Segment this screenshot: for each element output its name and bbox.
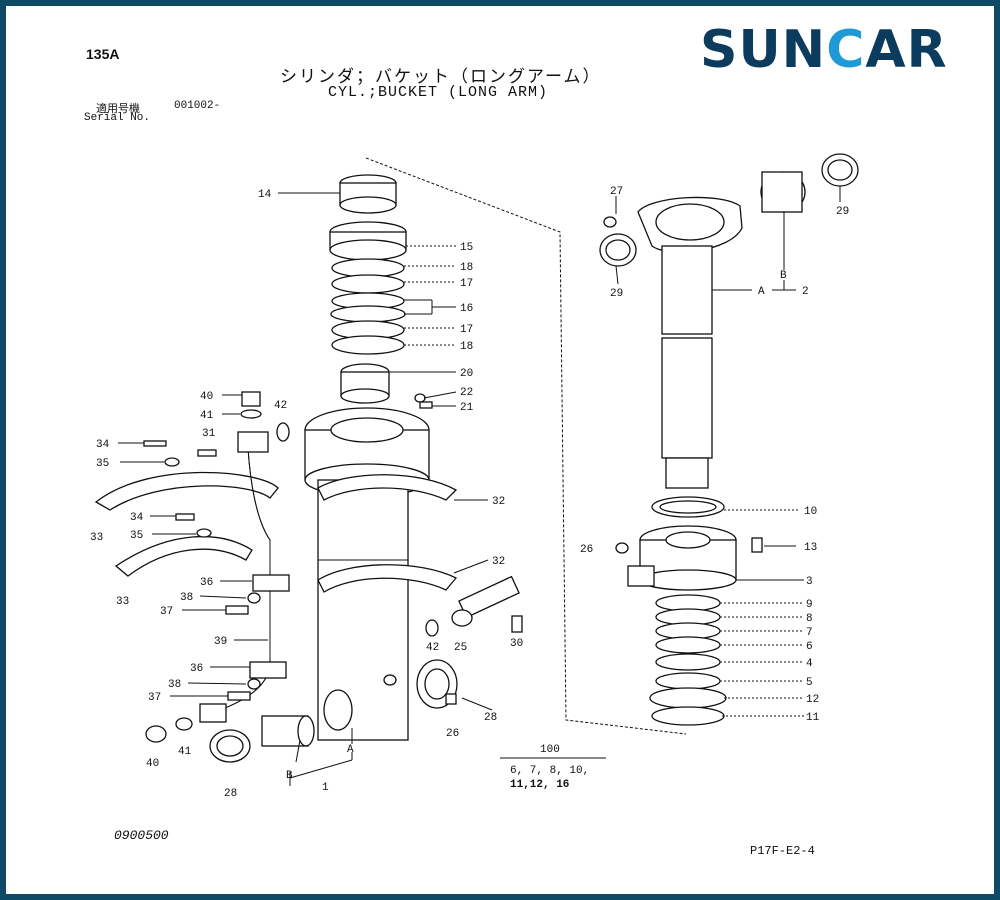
part-label: 32 — [492, 556, 505, 568]
piston-rod — [599, 153, 859, 489]
kit-line-2: 11,12, 16 — [510, 779, 569, 791]
part-label: 40 — [146, 758, 159, 770]
leader-lines — [118, 186, 841, 786]
part-label: 9 — [806, 599, 813, 611]
part-label: 20 — [460, 368, 473, 380]
part-label: 41 — [200, 410, 214, 422]
part-label: 7 — [806, 627, 813, 639]
part-label: 31 — [202, 428, 216, 440]
document-number: 0900500 — [114, 828, 169, 843]
alignment-line — [365, 157, 687, 735]
part-labels: 14 15 18 17 16 17 18 20 22 21 40 41 42 3… — [90, 186, 849, 800]
part-label: 32 — [492, 496, 505, 508]
part-label: 33 — [116, 596, 129, 608]
title-english: CYL.;BUCKET (LONG ARM) — [328, 84, 549, 101]
part-label: 17 — [460, 324, 473, 336]
clamp-upper — [94, 471, 279, 511]
part-label: 12 — [806, 694, 819, 706]
part-label: A — [347, 744, 354, 756]
part-label: 15 — [460, 242, 473, 254]
exploded-diagram: 14 15 18 17 16 17 18 20 22 21 40 41 42 3… — [90, 153, 859, 800]
part-label: 8 — [806, 613, 813, 625]
fittings-middle — [383, 393, 523, 709]
serial-label-english: Serial No. — [84, 112, 151, 124]
part-label: 39 — [214, 636, 227, 648]
logo-text-accent: C — [826, 20, 866, 80]
part-label: 38 — [180, 592, 193, 604]
band-upper — [317, 474, 458, 501]
part-label: 13 — [804, 542, 817, 554]
part-label: 26 — [446, 728, 459, 740]
part-label: B — [286, 770, 293, 782]
kit-line-1: 6, 7, 8, 10, — [510, 765, 589, 777]
part-label: 4 — [806, 658, 813, 670]
figure-number: P17F-E2-4 — [750, 844, 815, 858]
part-label: 17 — [460, 278, 473, 290]
kit-block: 100 6, 7, 8, 10, 11,12, 16 — [510, 744, 589, 791]
part-label: A — [758, 286, 765, 298]
part-label: 14 — [258, 189, 272, 201]
part-label: 10 — [804, 506, 817, 518]
part-label: 37 — [160, 606, 173, 618]
part-label: 36 — [190, 663, 203, 675]
band-lower — [317, 564, 458, 593]
part-label: 25 — [454, 642, 467, 654]
part-label: 5 — [806, 677, 813, 689]
part-label: 2 — [802, 286, 809, 298]
logo-text-right: AR — [865, 20, 948, 80]
part-label: 3 — [806, 576, 813, 588]
part-label: 27 — [610, 186, 623, 198]
part-label: 16 — [460, 303, 473, 315]
part-label: B — [780, 270, 787, 282]
part-label: 42 — [426, 642, 439, 654]
part-label: 28 — [484, 712, 497, 724]
kit-number: 100 — [540, 744, 560, 756]
part-label: 34 — [130, 512, 144, 524]
part-label: 38 — [168, 679, 181, 691]
part-label: 37 — [148, 692, 161, 704]
clamp-lower — [114, 536, 253, 577]
logo-text-left: SUN — [700, 20, 827, 80]
part-label: 40 — [200, 391, 213, 403]
gland-stack — [329, 174, 407, 404]
part-label: 28 — [224, 788, 237, 800]
serial-number: 001002- — [174, 100, 221, 112]
part-label: 29 — [836, 206, 849, 218]
part-label: 35 — [130, 530, 143, 542]
fittings-left — [143, 391, 315, 763]
part-label: 1 — [322, 782, 329, 794]
part-label: 36 — [200, 577, 213, 589]
part-label: 21 — [460, 402, 474, 414]
serial-label-japanese: 適用号機 — [96, 102, 140, 115]
parts-sheet: 135A シリンダ；バケット（ロングアーム） CYL.;BUCKET (LONG… — [6, 6, 994, 894]
part-label: 34 — [96, 439, 110, 451]
model-label: 135A — [86, 46, 120, 62]
right-gland-stack — [615, 496, 763, 726]
part-label: 42 — [274, 400, 287, 412]
part-label: 26 — [580, 544, 593, 556]
suncar-logo: SUNCAR — [700, 20, 948, 80]
part-label: 29 — [610, 288, 623, 300]
hydraulic-pipe-inner — [213, 447, 271, 713]
part-label: 41 — [178, 746, 192, 758]
part-label: 30 — [510, 638, 523, 650]
title-japanese: シリンダ；バケット（ロングアーム） — [280, 67, 602, 87]
part-label: 18 — [460, 262, 473, 274]
part-label: 35 — [96, 458, 109, 470]
part-label: 18 — [460, 341, 473, 353]
part-label: 22 — [460, 387, 473, 399]
part-label: 6 — [806, 641, 813, 653]
part-label: 11 — [806, 712, 820, 724]
part-label: 33 — [90, 532, 103, 544]
cylinder-tube — [304, 407, 430, 741]
